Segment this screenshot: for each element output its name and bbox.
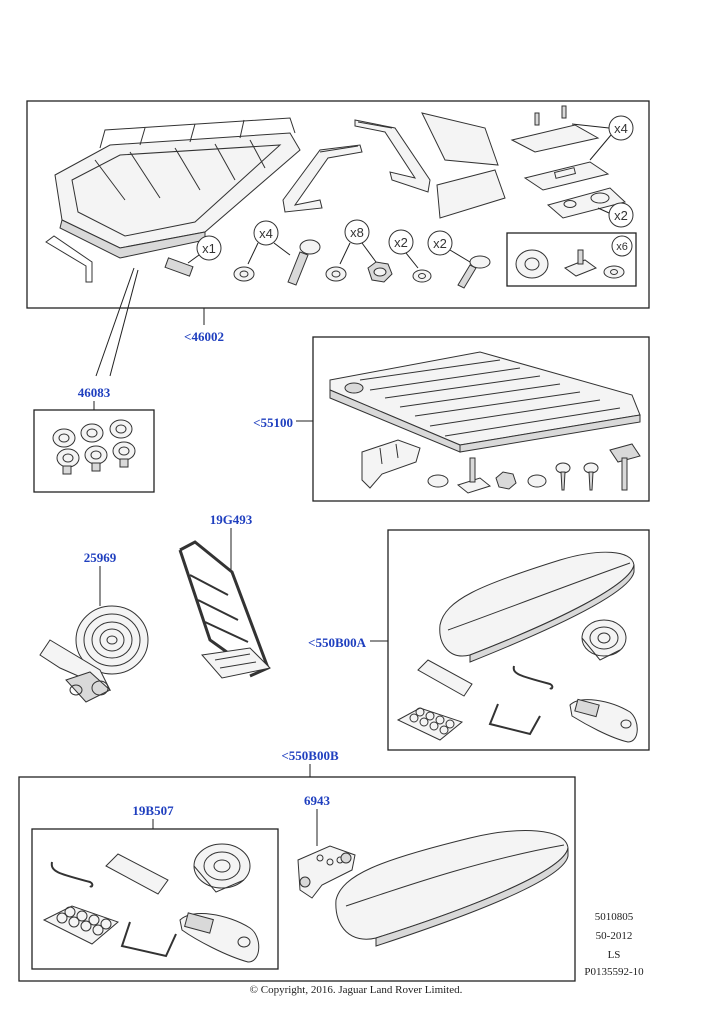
bracket-part (282, 144, 363, 213)
quantity-label: x6 (616, 241, 628, 253)
quantity-label: x4 (259, 226, 273, 241)
roof-box-part (335, 830, 569, 947)
quantity-badge: x4 (247, 220, 291, 265)
protective-pad-sheet-part (396, 707, 464, 741)
nut-part (495, 471, 517, 490)
tee-bolt-part (563, 249, 598, 277)
locking-knob-part (515, 249, 549, 279)
mounting-plate-part (417, 659, 473, 697)
screw-part (555, 462, 571, 491)
callout-19B507: 19B507 (132, 803, 174, 818)
washer-part (427, 474, 449, 488)
copyright-notice: © Copyright, 2016. Jaguar Land Rover Lim… (250, 984, 463, 996)
kit-550B00B-frame (18, 776, 576, 982)
tee-bolt-part (456, 457, 492, 494)
leader-line (109, 269, 139, 377)
quantity-label: x8 (350, 225, 364, 240)
quantity-badge: x4 (571, 115, 634, 161)
callout-19G493: 19G493 (210, 512, 253, 527)
u-bolt-part (488, 703, 541, 736)
leader-line (95, 267, 135, 377)
screw-part (583, 462, 599, 491)
clamp-rod-part (512, 665, 554, 690)
drawing-ref-line: P0135592-10 (584, 966, 644, 978)
quantity-badge: x2 (427, 230, 471, 263)
ratchet-strap-part (39, 605, 149, 703)
callout-6943: 6943 (304, 793, 331, 808)
quantity-badge: x2 (388, 229, 419, 269)
deflector-part (421, 112, 499, 166)
locking-knob-part (609, 443, 641, 491)
kit-46083-frame (33, 409, 155, 493)
callout-550B00B: <550B00B (281, 748, 339, 763)
deflector-part (436, 169, 506, 219)
u-bolt-part (120, 921, 177, 958)
kit-46002-frame (26, 100, 650, 309)
quantity-badge: x1 (187, 235, 222, 264)
mounting-bracket-part (361, 439, 421, 489)
screw-part (457, 255, 491, 289)
washer-part (527, 474, 547, 488)
washer-part (325, 266, 347, 282)
quantity-label: x2 (614, 208, 628, 223)
ladder-part (178, 540, 272, 679)
callout-46002: <46002 (184, 329, 224, 344)
clamp-rod-part (50, 861, 94, 888)
callout-25969: 25969 (84, 550, 117, 565)
drawing-reference-block: 5010805 50-2012 LS P0135592-10 (584, 911, 644, 978)
bracket-part (354, 119, 431, 193)
kit-19B507-frame (31, 828, 279, 970)
kit-46002-inset-frame (506, 232, 637, 287)
drawing-ref-line: 5010805 (595, 911, 634, 923)
drawing-ref-line: LS (608, 949, 621, 961)
drawing-ref-line: 50-2012 (596, 930, 633, 942)
fixing-plate-part (523, 161, 610, 191)
quantity-label: x2 (394, 235, 408, 250)
callout-550B00A: <550B00A (308, 635, 367, 650)
protective-pad-sheet-part (42, 905, 119, 945)
callout-55100: <55100 (253, 415, 293, 430)
bolt-part (287, 239, 321, 286)
clamp-part (179, 912, 260, 963)
clamp-part (569, 698, 638, 743)
roof-platform-part (329, 351, 641, 453)
quantity-badge: x8 (339, 219, 377, 265)
kit-55100-frame (312, 336, 650, 502)
washer-part (412, 269, 432, 283)
mounting-plate-part (105, 853, 169, 895)
strap-roll-part (193, 843, 251, 893)
quantity-badge: x6 (611, 235, 633, 257)
quantity-label: x2 (433, 236, 447, 251)
kit-550B00A-frame (387, 529, 650, 751)
threaded-insert-part (164, 257, 194, 277)
mounting-bracket-part (297, 845, 356, 899)
fixing-knob-set-part (52, 419, 136, 475)
quantity-badge: x2 (597, 202, 634, 228)
allen-key-part (45, 235, 93, 283)
quantity-label: x4 (614, 121, 628, 136)
roof-basket-part (54, 117, 301, 259)
fixing-plate-part (546, 187, 627, 219)
washer-part (233, 266, 255, 282)
callout-46083: 46083 (78, 385, 111, 400)
quantity-label: x1 (202, 241, 216, 256)
roof-box-part (439, 551, 635, 663)
strap-roll-part (581, 619, 627, 661)
nut-part (367, 261, 393, 283)
washer-part (603, 265, 625, 279)
fixing-plate-part (510, 105, 600, 153)
